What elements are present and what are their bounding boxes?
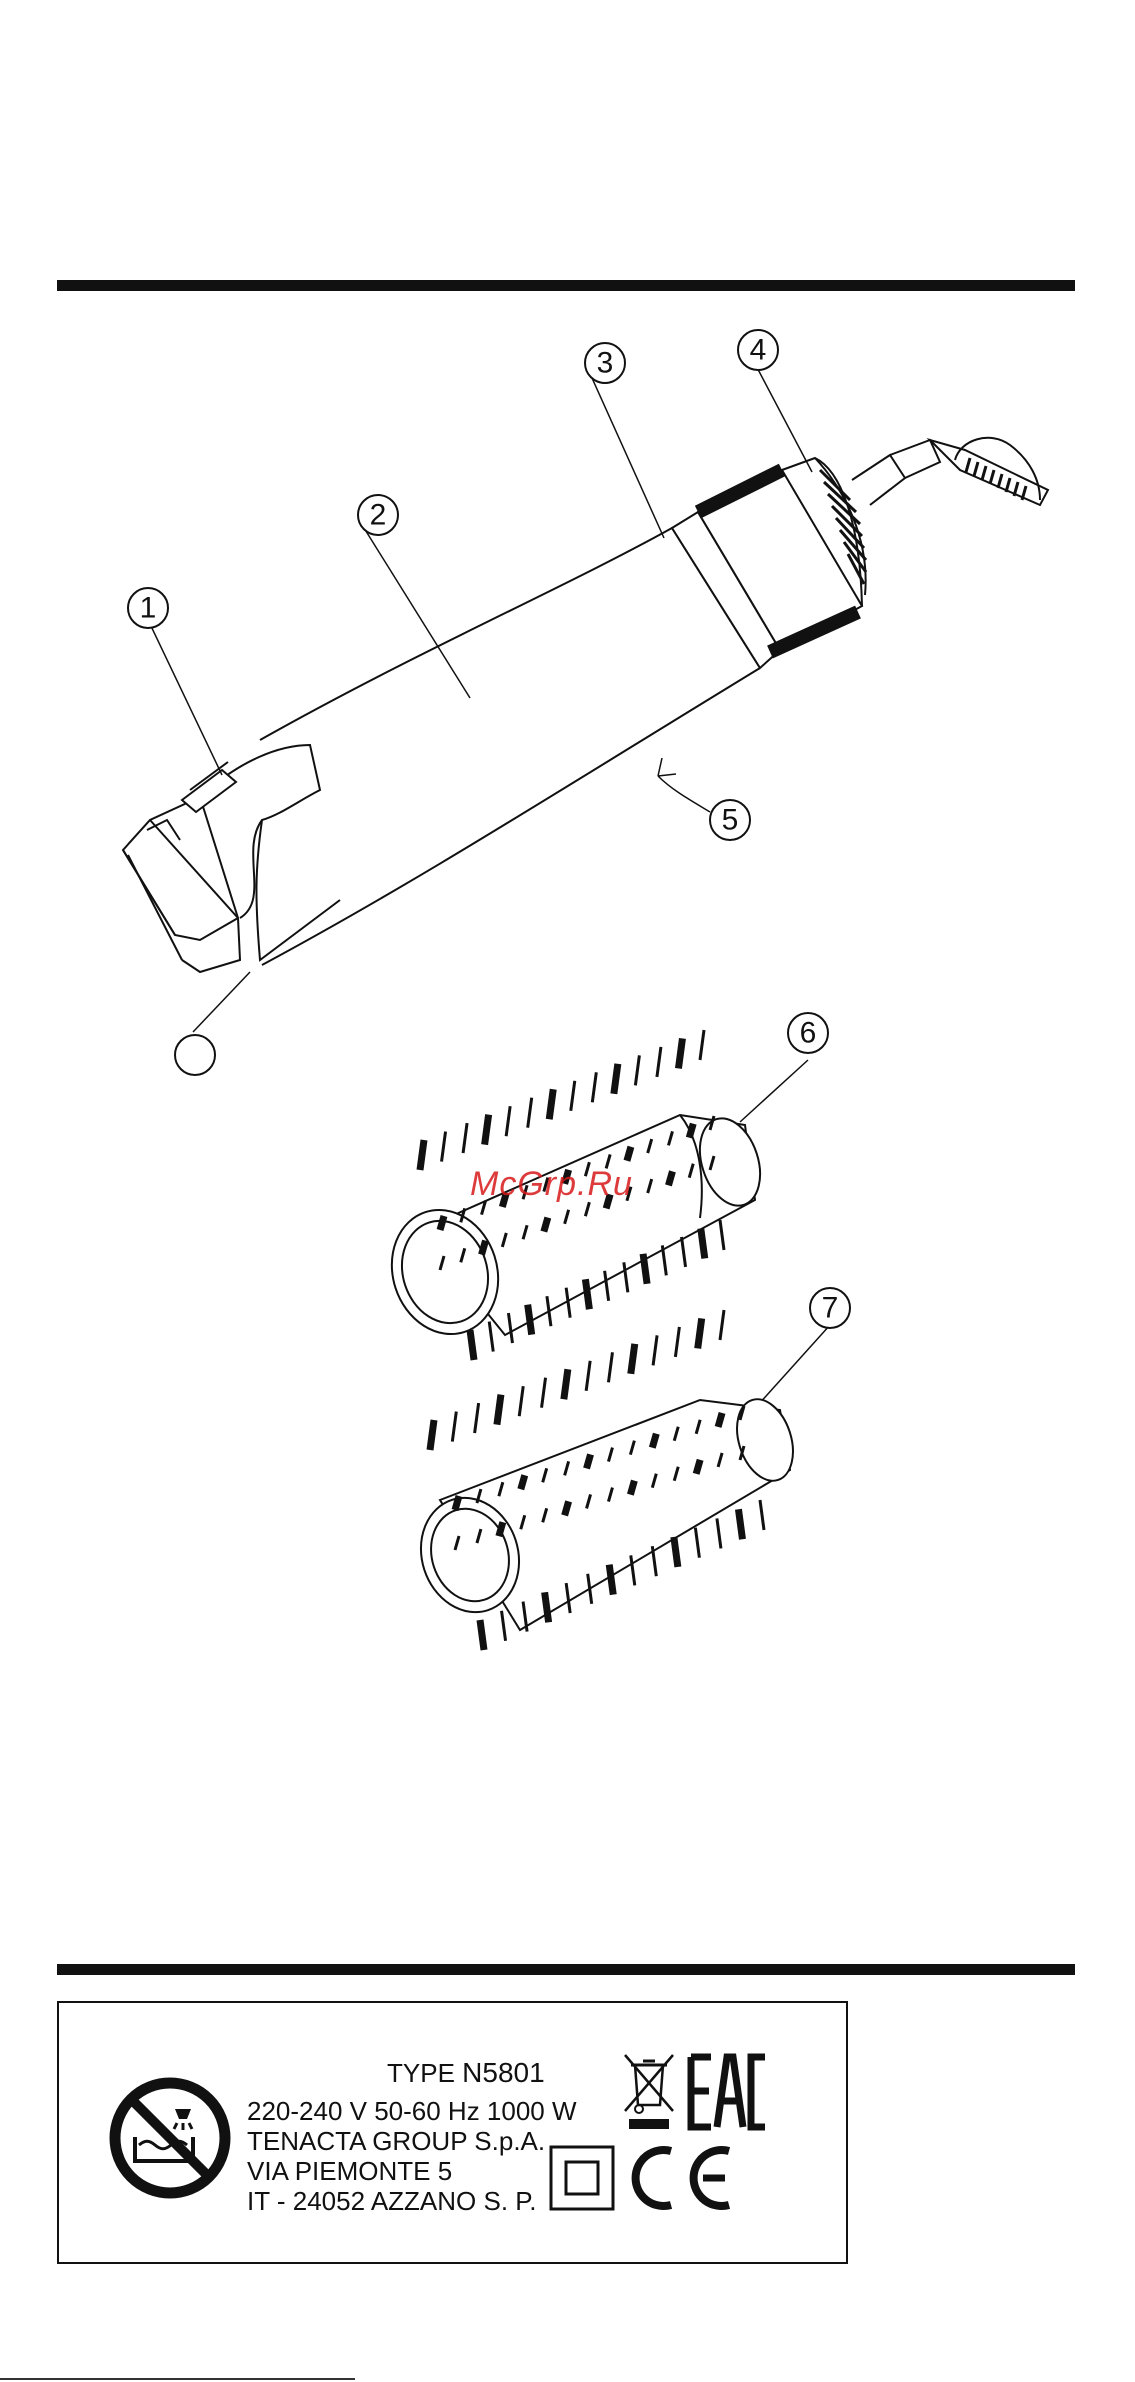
bristle	[502, 1611, 506, 1641]
bristle	[475, 1403, 479, 1433]
bristle	[717, 1518, 721, 1548]
eac-mark-icon	[687, 2053, 769, 2131]
svg-text:6: 6	[800, 1017, 817, 1050]
bristle	[430, 1420, 434, 1450]
bristle	[587, 1454, 591, 1468]
bristle	[442, 1132, 446, 1162]
bristle	[549, 1089, 553, 1119]
crossed-out-bin-icon	[619, 2051, 679, 2131]
bristle	[485, 1115, 489, 1145]
bristle	[657, 1047, 661, 1077]
bristle	[571, 1081, 575, 1111]
svg-text:3: 3	[597, 347, 614, 380]
bristle	[506, 1106, 510, 1136]
callout-6: 6	[788, 1013, 828, 1053]
bristle	[470, 1330, 474, 1360]
bristle	[668, 1171, 672, 1185]
type-line: TYPE N5801	[387, 2058, 545, 2088]
bristle	[674, 1537, 678, 1567]
callout-3: 3	[585, 343, 625, 383]
callout-1: 1	[128, 588, 168, 628]
callout-7: 7	[810, 1288, 850, 1328]
callout-5: 5	[710, 800, 750, 840]
manufacturer-name: TENACTA GROUP S.p.A.	[247, 2126, 545, 2156]
bristle	[682, 1237, 686, 1267]
bristle	[544, 1218, 548, 1232]
watermark: McGrp.Ru	[470, 1165, 633, 1204]
bristle	[653, 1335, 657, 1365]
bristle	[678, 1038, 682, 1068]
bristle	[497, 1395, 501, 1425]
type-number: N5801	[462, 2057, 545, 2088]
type-prefix: TYPE	[387, 2058, 455, 2088]
svg-text:5: 5	[722, 804, 739, 837]
callout-4: 4	[738, 330, 778, 370]
bristle	[565, 1501, 569, 1515]
bottom-rule-fragment	[0, 2378, 355, 2380]
bristle	[480, 1620, 484, 1650]
bristle	[420, 1140, 424, 1170]
double-insulation-icon	[549, 2145, 615, 2211]
bristle	[700, 1030, 704, 1060]
bristle	[585, 1279, 589, 1309]
bristle	[482, 1241, 486, 1255]
bristle	[545, 1592, 549, 1622]
callout-blank	[175, 1035, 215, 1075]
bristle	[586, 1361, 590, 1391]
manufacturer-city: IT - 24052 AZZANO S. P.	[247, 2186, 537, 2216]
bristle	[592, 1072, 596, 1102]
bristle	[698, 1318, 702, 1348]
bristle	[696, 1460, 700, 1474]
bristle	[609, 1565, 613, 1595]
rating-label-box: TYPE N5801 220-240 V 50-60 Hz 1000 W TEN…	[57, 2001, 848, 2264]
bristle	[718, 1413, 722, 1427]
bristle	[630, 1481, 634, 1495]
svg-text:7: 7	[822, 1292, 839, 1325]
svg-text:2: 2	[370, 499, 387, 532]
bristle	[519, 1386, 523, 1416]
styler-body	[123, 438, 1048, 972]
bristle	[738, 1509, 742, 1539]
bristle	[627, 1147, 631, 1161]
bristle	[695, 1528, 699, 1558]
ce-mark-icon	[629, 2143, 749, 2213]
svg-text:1: 1	[140, 592, 157, 625]
callout-2: 2	[358, 495, 398, 535]
bristle	[452, 1412, 456, 1442]
bristle	[662, 1245, 666, 1275]
brush-attachment-7	[406, 1310, 802, 1650]
bristle	[499, 1522, 503, 1536]
bristle	[463, 1123, 467, 1153]
bristle	[643, 1254, 647, 1284]
bristle	[528, 1098, 532, 1128]
no-water-bath-icon	[107, 2075, 233, 2201]
bristle	[689, 1124, 693, 1138]
bristle	[564, 1369, 568, 1399]
bristle	[614, 1064, 618, 1094]
bristle	[455, 1496, 459, 1510]
svg-text:4: 4	[750, 334, 767, 367]
manufacturer-street: VIA PIEMONTE 5	[247, 2156, 452, 2186]
bristle	[675, 1327, 679, 1357]
bristle	[631, 1344, 635, 1374]
bristle	[720, 1310, 724, 1340]
bristle	[440, 1216, 444, 1230]
electrical-rating: 220-240 V 50-60 Hz 1000 W	[247, 2096, 577, 2126]
bristle	[542, 1378, 546, 1408]
bristle	[720, 1220, 724, 1250]
bristle	[528, 1305, 532, 1335]
bristle	[701, 1228, 705, 1258]
bristle	[489, 1322, 493, 1352]
bristle	[652, 1434, 656, 1448]
bristle	[608, 1352, 612, 1382]
bristle	[760, 1500, 764, 1530]
bristle	[635, 1055, 639, 1085]
bristle	[521, 1475, 525, 1489]
